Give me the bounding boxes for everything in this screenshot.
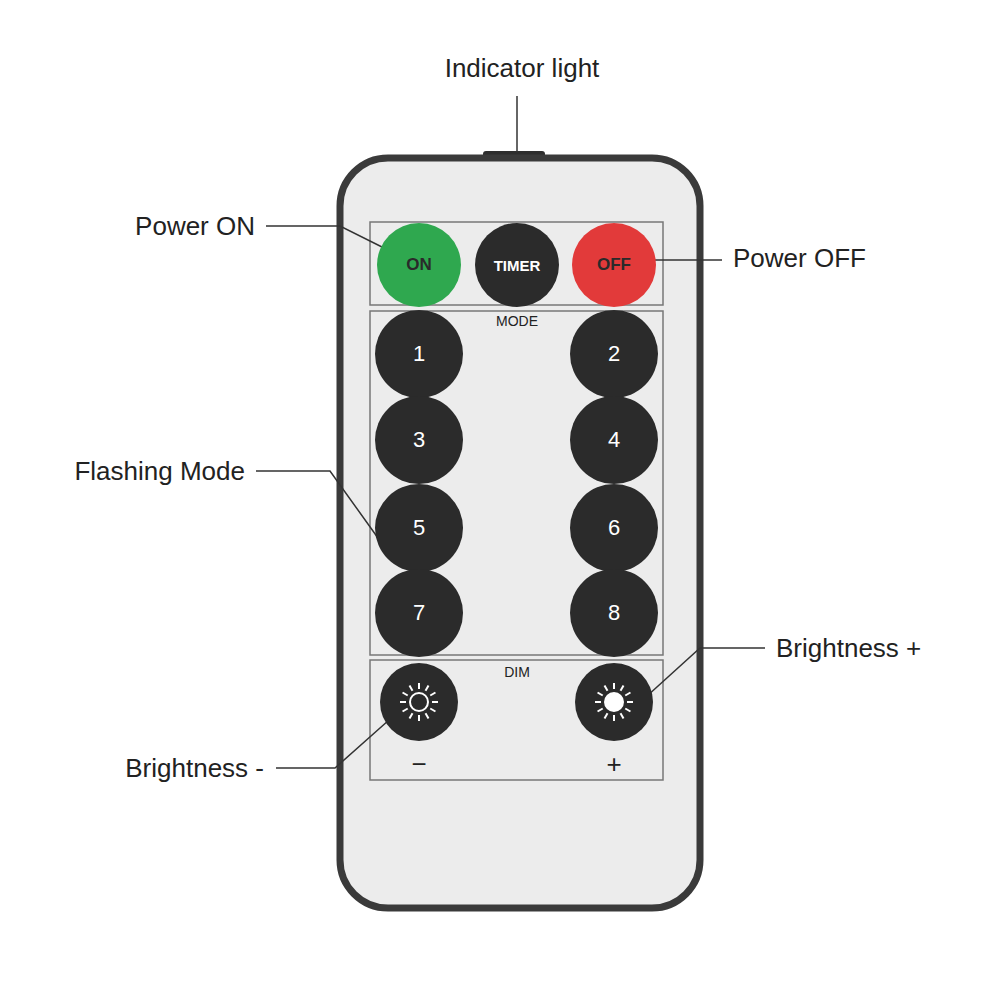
sun-ray [621,713,624,718]
button-text: 5 [413,515,425,541]
mode-button: 7 [375,569,463,657]
callout-text: Power ON [135,212,255,241]
mode-button: 5 [375,484,463,572]
dim-minus-button [380,663,458,741]
sun-icon [410,693,428,711]
sun-ray [605,713,608,718]
button-text: ON [406,255,432,275]
button-text: 3 [413,427,425,453]
sun-ray [403,709,408,712]
mode-button: 3 [375,396,463,484]
button-text: 1 [413,341,425,367]
on-button: ON [377,223,461,307]
sun-ray [598,709,603,712]
sun-ray [627,701,633,703]
plus-sign: + [606,750,621,779]
remote-body [340,158,700,908]
sun-ray [625,693,630,696]
timer-button: TIMER [475,223,559,307]
leader-line [256,471,378,538]
leader-lines [256,96,765,768]
sun-ray [430,693,435,696]
callout-text: Brightness - [125,754,264,783]
sun-icon [605,693,623,711]
sun-ray [403,693,408,696]
dim-plus-button [575,663,653,741]
sun-rays [400,683,633,721]
sun-ray [400,701,406,703]
sun-ray [418,715,420,721]
mode-button: 4 [570,396,658,484]
sun-ray [432,701,438,703]
sun-ray [598,693,603,696]
sun-ray [410,713,413,718]
leader-line [516,96,518,152]
mode-button: 2 [570,310,658,398]
callout-text: Flashing Mode [74,457,245,486]
dim-panel [370,660,663,780]
leader-line [276,712,398,768]
off-button: OFF [572,223,656,307]
sun-ray [613,683,615,689]
button-text: 2 [608,341,620,367]
leader-line [266,226,392,252]
mode-panel [370,311,663,655]
callout-text: Power OFF [733,244,866,273]
mode-button: 8 [570,569,658,657]
button-text: 4 [608,427,620,453]
button-text: 6 [608,515,620,541]
button-text: TIMER [494,257,541,274]
sun-ray [595,701,601,703]
button-text: 7 [413,600,425,626]
sun-ray [418,683,420,689]
minus-sign: − [411,750,426,779]
button-text: 8 [608,600,620,626]
mode-button: 6 [570,484,658,572]
sun-ray [430,709,435,712]
panel-label: DIM [504,665,530,680]
button-text: OFF [597,255,631,275]
sun-ray [426,713,429,718]
mode-button: 1 [375,310,463,398]
callout-text: Indicator light [445,54,600,83]
panel-label: MODE [496,314,538,329]
sun-ray [410,686,413,691]
leader-line [636,648,765,706]
sun-ray [605,686,608,691]
sun-ray [613,715,615,721]
sun-ray [625,709,630,712]
sun-ray [426,686,429,691]
callout-text: Brightness + [776,634,921,663]
sun-ray [621,686,624,691]
